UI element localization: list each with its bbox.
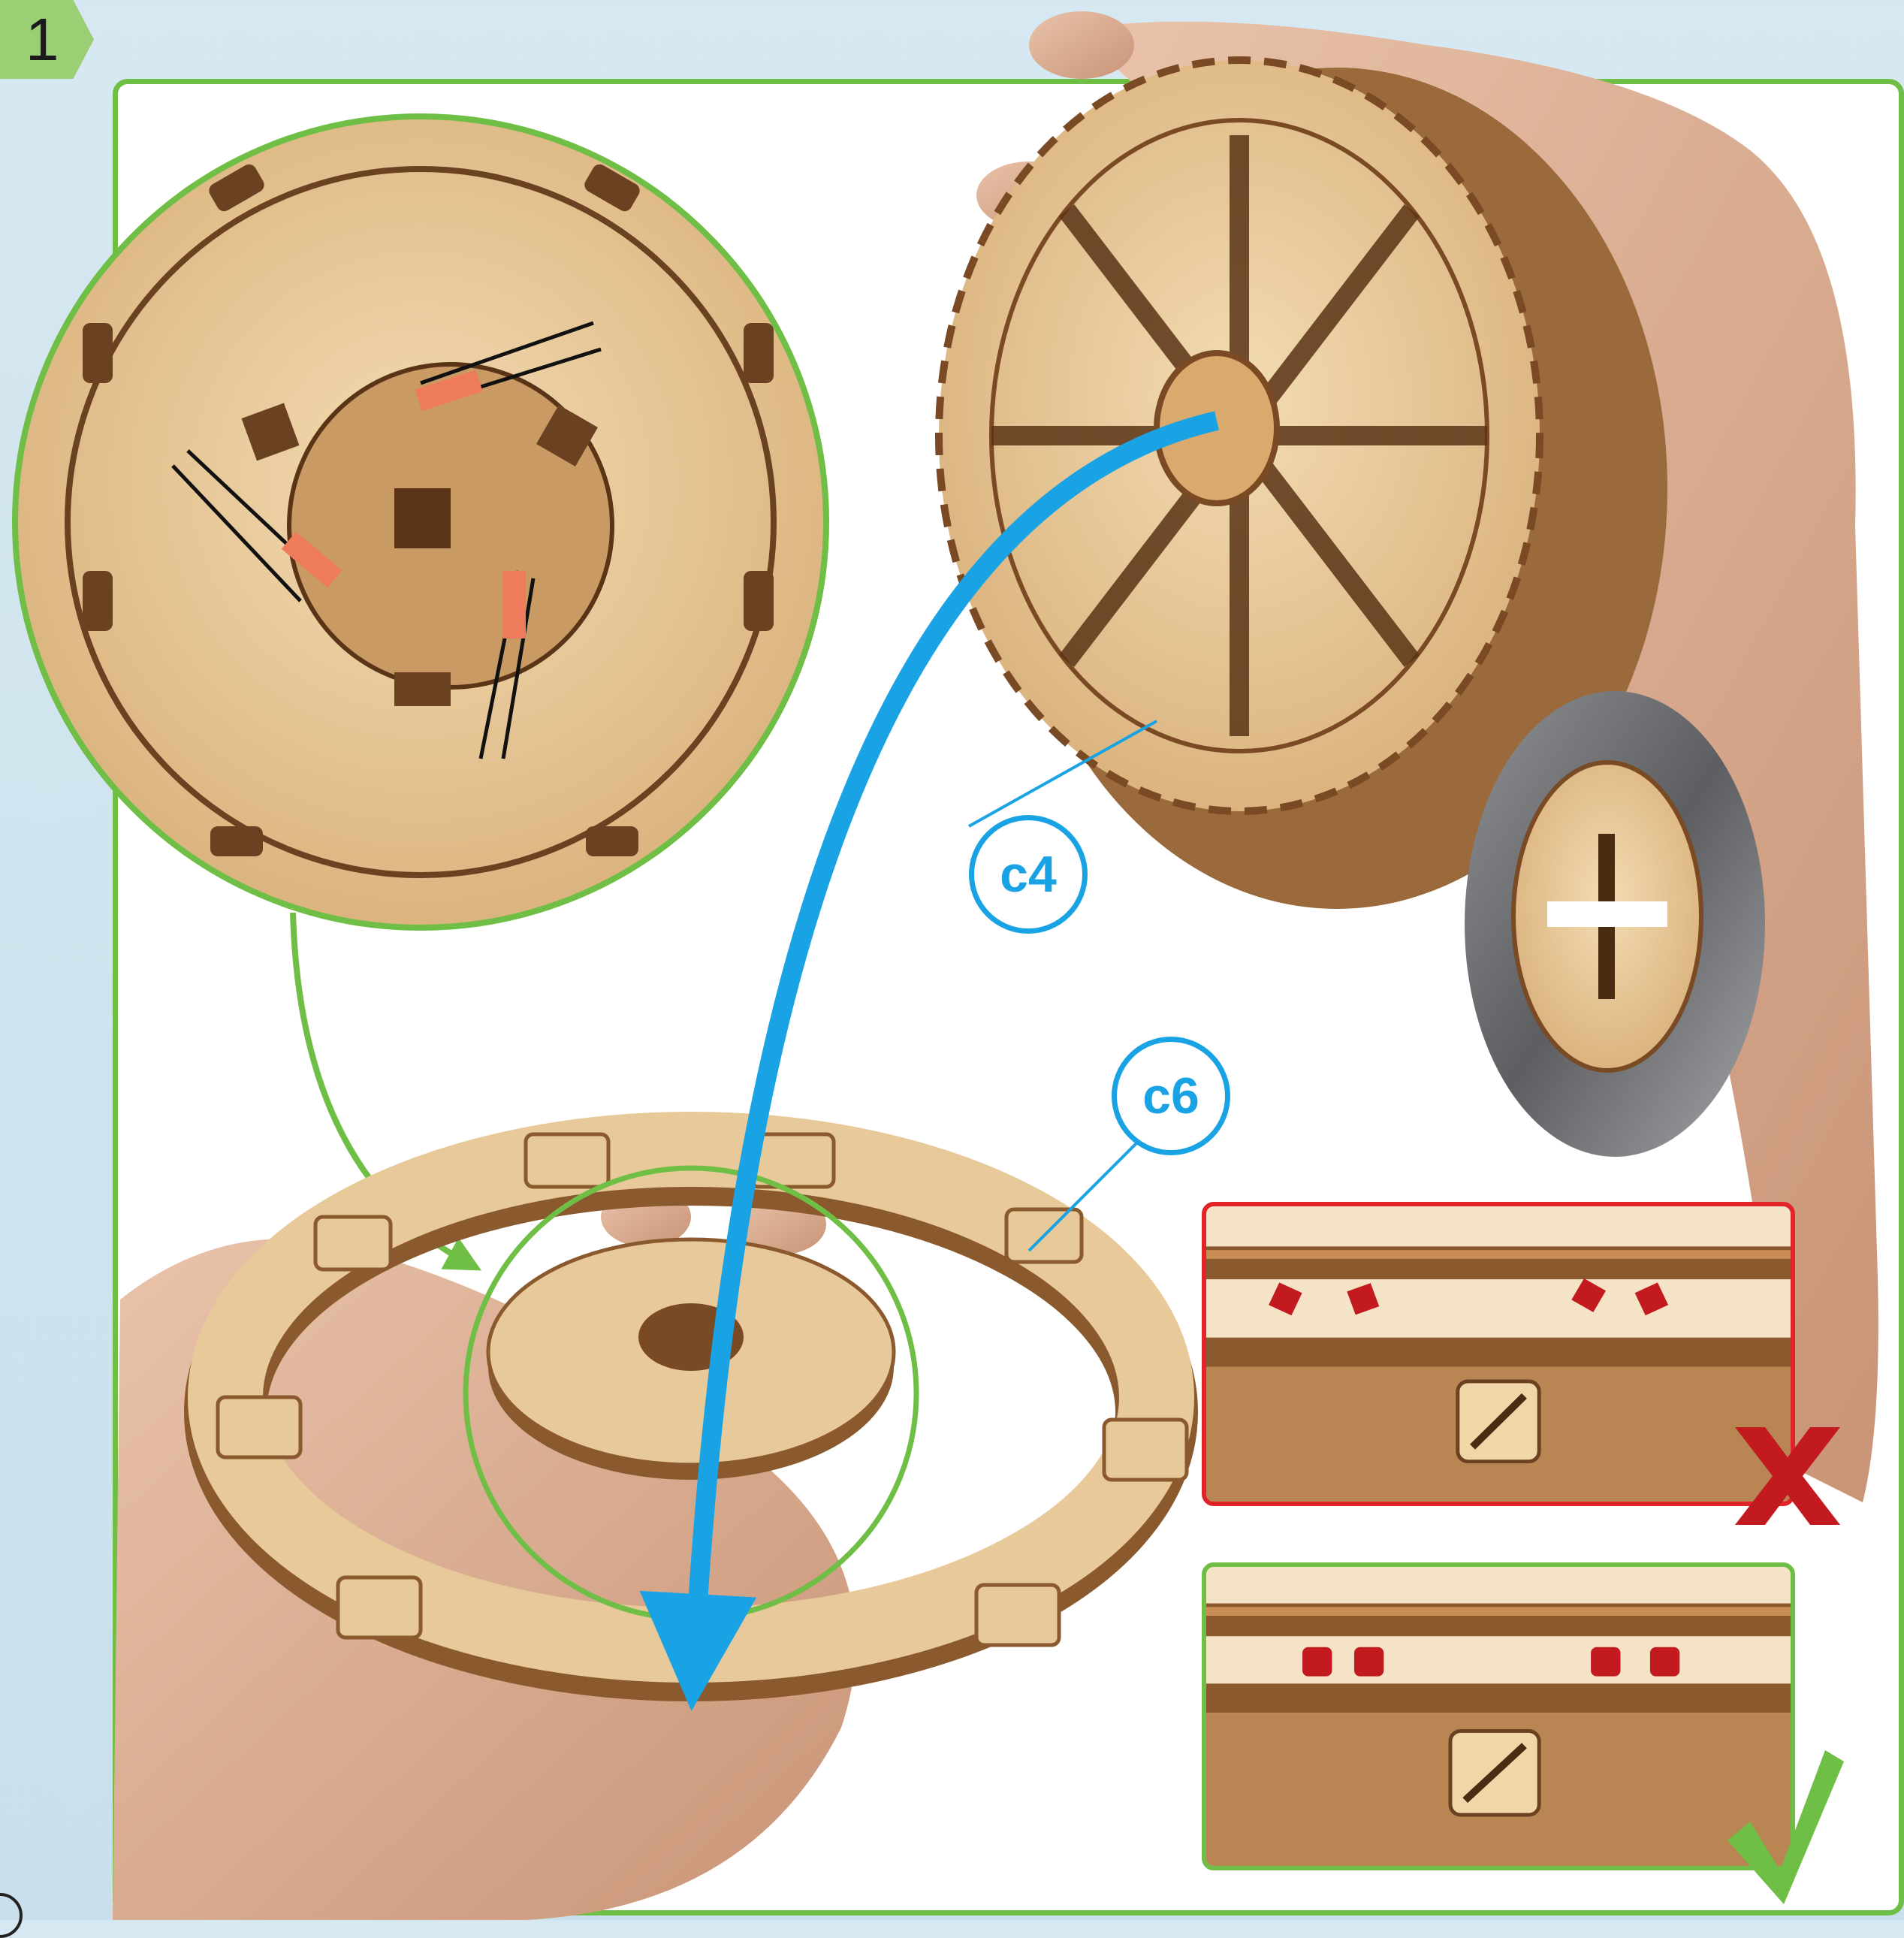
callout-c6: c6 (1112, 1037, 1230, 1155)
callout-c4: c4 (969, 815, 1088, 934)
step-badge: 1 (0, 0, 94, 79)
cross-mark-icon (1712, 1412, 1863, 1540)
correct-example-panel (1202, 1562, 1795, 1870)
incorrect-example-panel (1202, 1202, 1795, 1506)
page-corner-mark (0, 1893, 23, 1938)
callout-c4-label: c4 (1000, 845, 1057, 904)
callout-c6-label: c6 (1142, 1067, 1199, 1125)
step-number: 1 (26, 10, 59, 70)
incorrect-example-image (1206, 1206, 1791, 1502)
correct-example-image (1206, 1567, 1791, 1866)
check-mark-icon (1720, 1743, 1848, 1912)
